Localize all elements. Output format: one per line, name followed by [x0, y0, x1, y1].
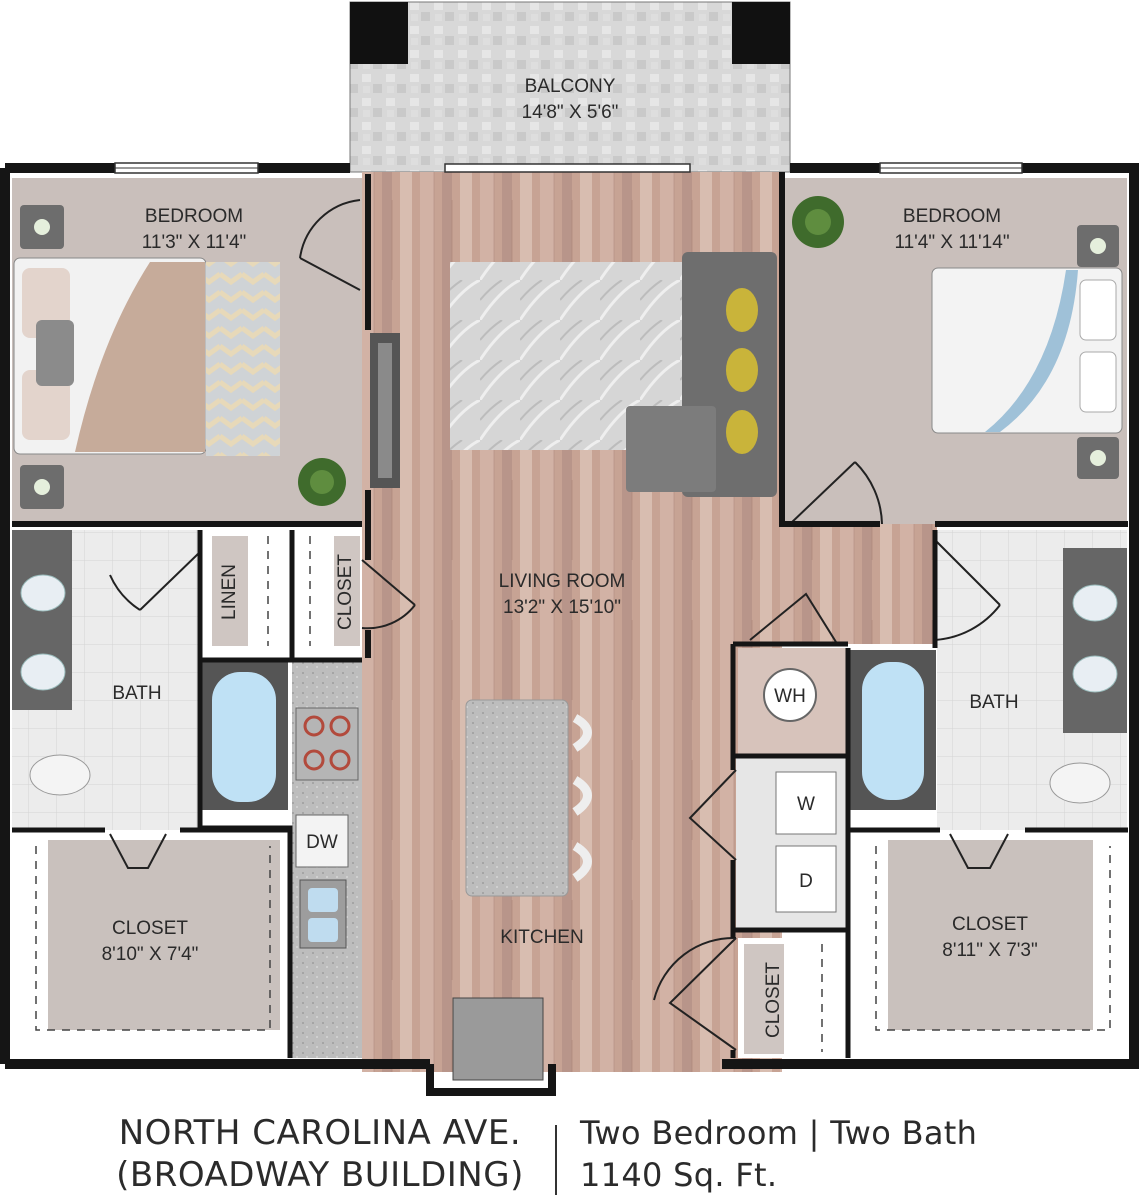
windows [114, 162, 1023, 174]
balcony [349, 1, 791, 173]
balcony-name: BALCONY [525, 76, 616, 97]
bath-right-name: BATH [969, 692, 1018, 713]
living-room-name: LIVING ROOM [499, 571, 626, 592]
closet-right-size: 8'11" X 7'3" [942, 940, 1037, 961]
plant-icons [298, 196, 844, 506]
washer-label: W [797, 794, 815, 815]
linen-label: LINEN [219, 564, 240, 620]
storage-closets [204, 530, 848, 1058]
bar-stools [572, 714, 592, 882]
floor-plan: BALCONY 14'8" X 5'6" BEDROOM 11'3" X 11'… [0, 1, 1139, 1096]
kitchen-fixtures [295, 699, 592, 1081]
sink-icon [299, 879, 347, 949]
living-furniture [370, 252, 777, 497]
unit-area: 1140 Sq. Ft. [580, 1156, 778, 1194]
closet-left-size: 8'10" X 7'4" [102, 944, 199, 965]
bedroom-right-name: BEDROOM [903, 206, 1001, 227]
bath-left-name: BATH [112, 683, 161, 704]
kitchen-name: KITCHEN [500, 927, 583, 948]
hall-closet-label: CLOSET [335, 554, 356, 630]
building-subname: (BROADWAY BUILDING) [116, 1155, 524, 1195]
bedroom-right-size: 11'4" X 11'14" [894, 232, 1009, 253]
kitchen-closet-label: CLOSET [763, 962, 784, 1038]
living-room-size: 13'2" X 15'10" [503, 597, 621, 618]
stove-icon [295, 707, 359, 781]
dishwasher-label: DW [306, 832, 338, 853]
plant-icon [792, 196, 844, 248]
caption-divider [555, 1125, 557, 1195]
balcony-size: 14'8" X 5'6" [522, 102, 619, 123]
door-swings [109, 199, 1009, 1051]
unit-type: Two Bedroom | Two Bath [580, 1114, 978, 1152]
right-bedroom-furniture [931, 225, 1123, 479]
bath-fixtures [12, 530, 1127, 810]
fridge-icon [452, 997, 544, 1081]
room-labels: BALCONY 14'8" X 5'6" BEDROOM 11'3" X 11'… [102, 76, 1038, 1038]
bedroom-left-size: 11'3" X 11'4" [142, 232, 247, 253]
closet-left-name: CLOSET [112, 918, 188, 939]
unit-caption: Two Bedroom | Two Bath 1140 Sq. Ft. [580, 1112, 977, 1196]
closet-shelf-lines [35, 536, 1111, 1052]
building-name: NORTH CAROLINA AVE. [118, 1113, 522, 1153]
plant-icon [298, 458, 346, 506]
closet-right-name: CLOSET [952, 914, 1028, 935]
dryer-label: D [799, 871, 813, 892]
building-caption: NORTH CAROLINA AVE. (BROADWAY BUILDING) [70, 1112, 570, 1196]
bedroom-left-name: BEDROOM [145, 206, 243, 227]
left-bedroom-furniture [13, 205, 280, 509]
utility-fixtures [736, 648, 848, 928]
water-heater-label: WH [774, 686, 806, 707]
